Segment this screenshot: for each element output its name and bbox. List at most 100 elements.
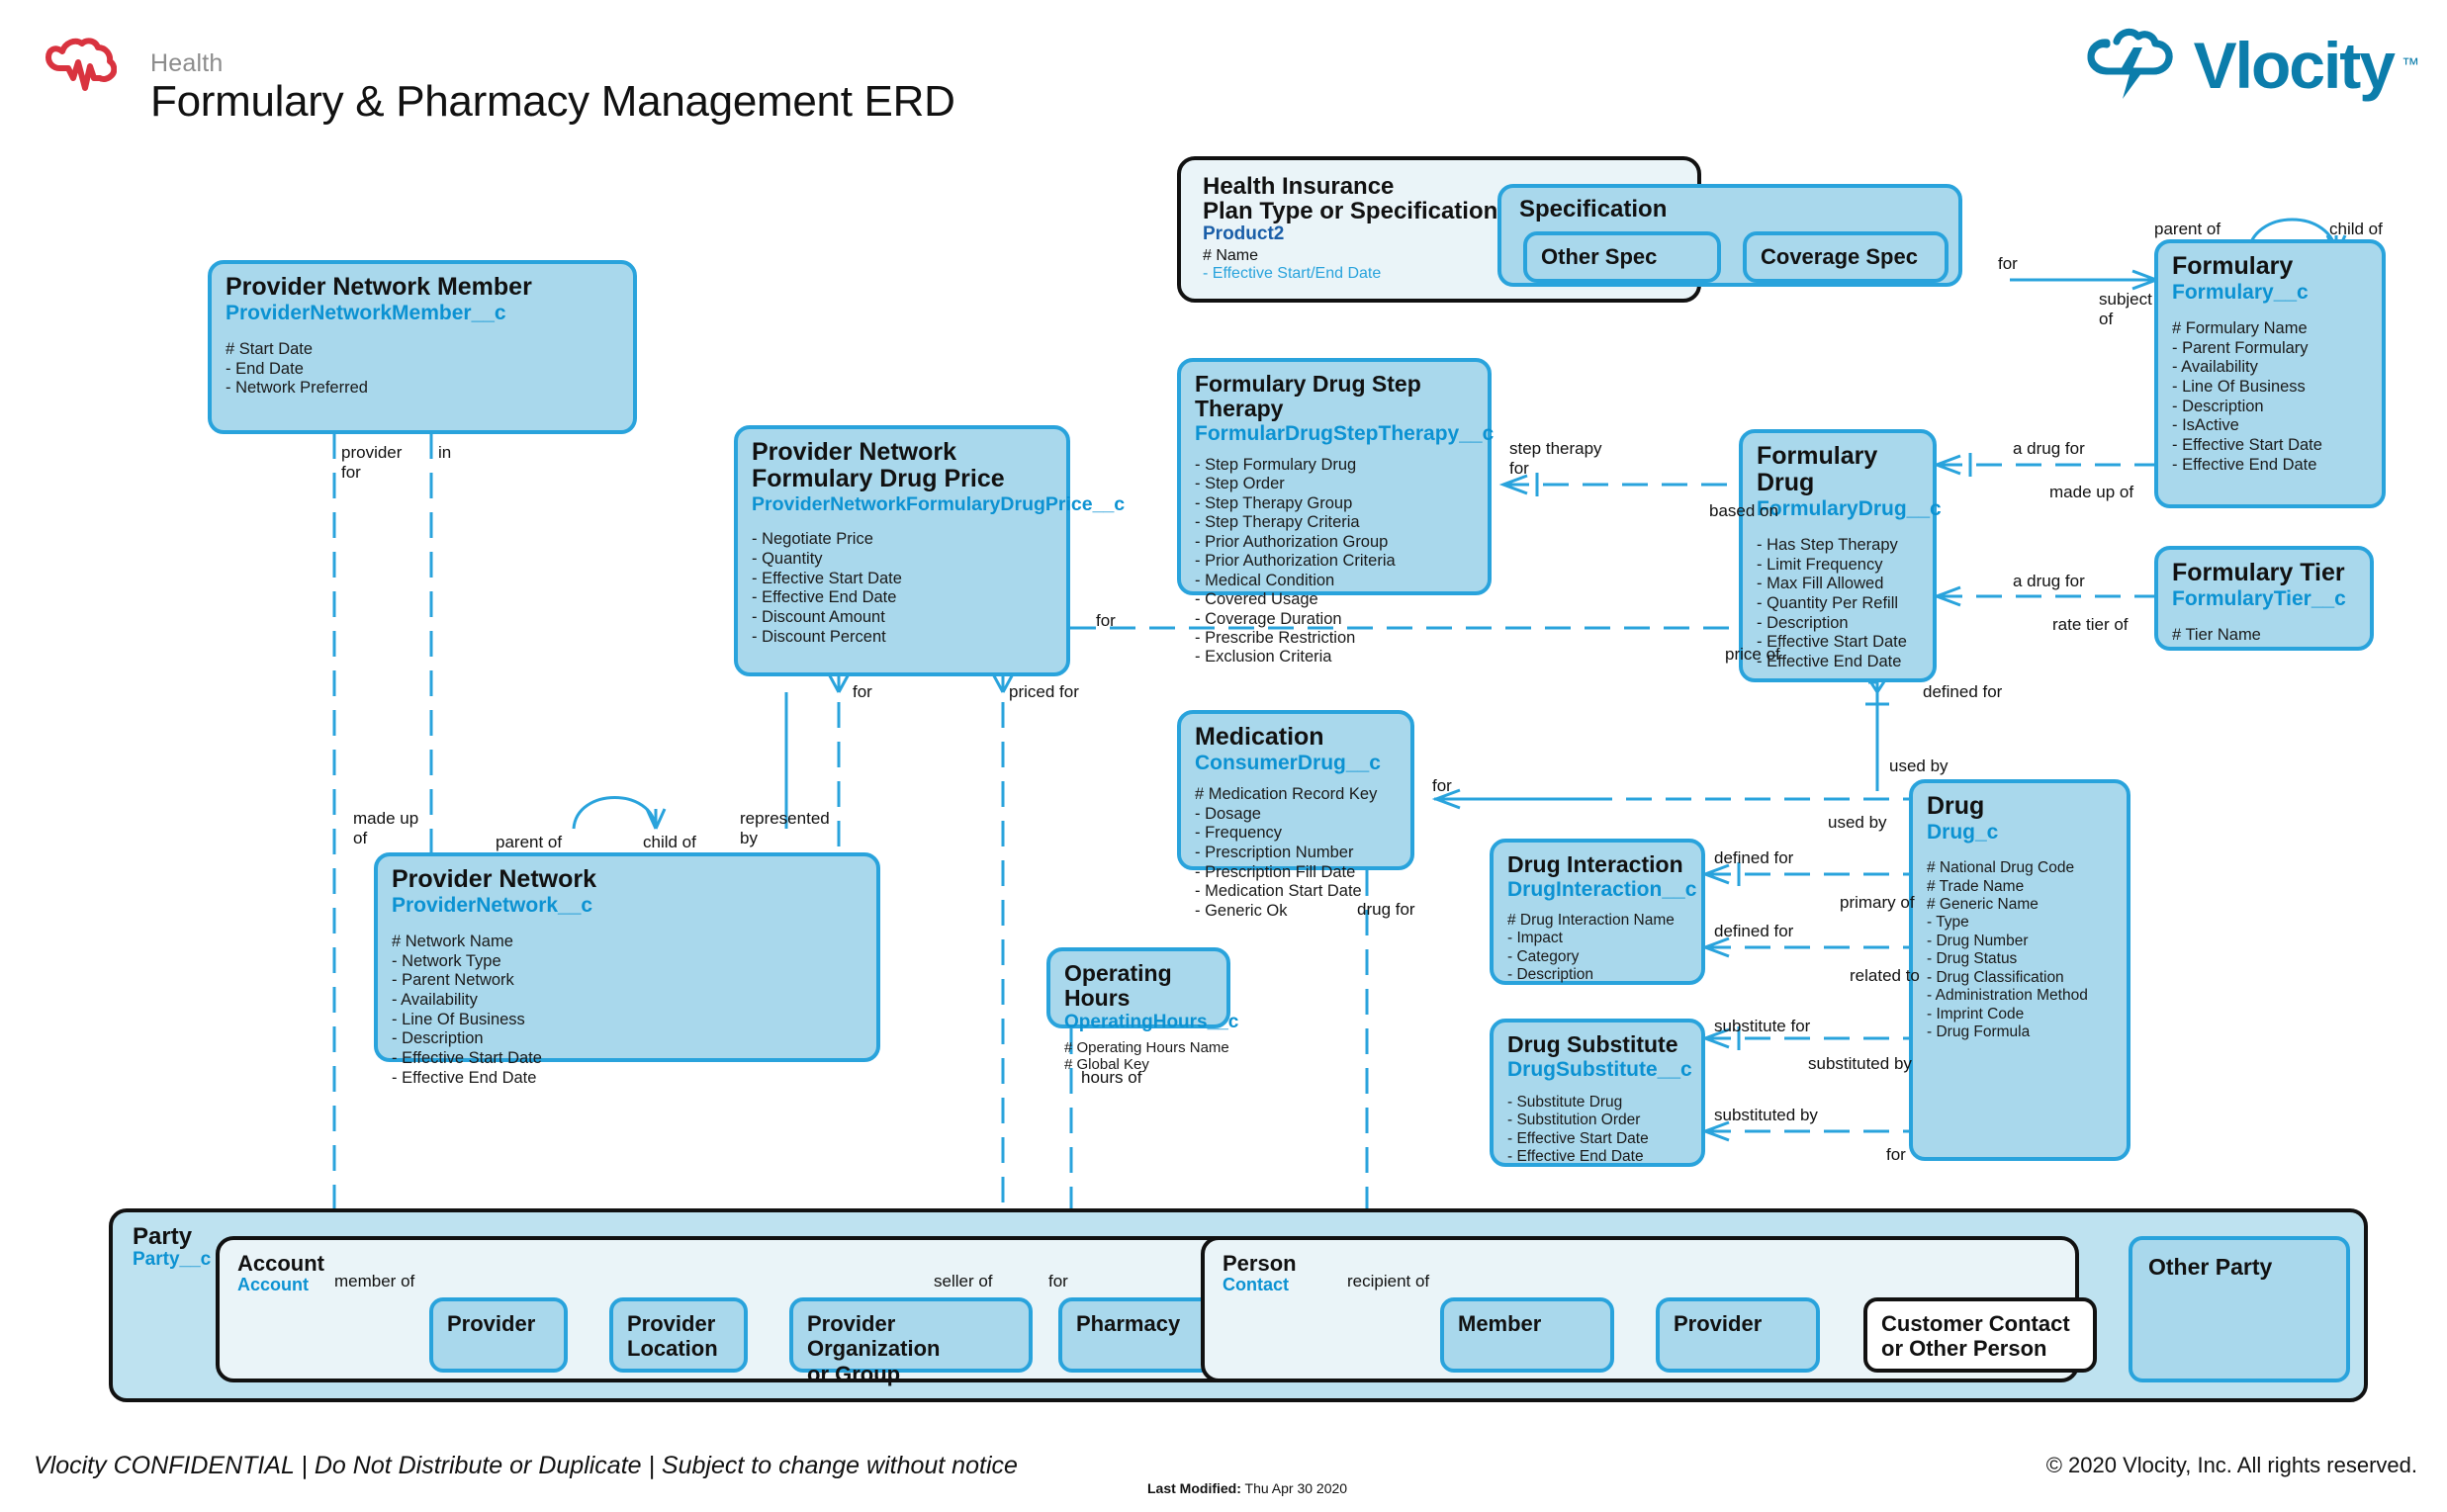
entity-formulary-drug-step-therapy[interactable]: Formulary Drug Step Therapy FormularDrug… — [1177, 358, 1495, 666]
entity-formulary[interactable]: Formulary Formulary__c # Formulary Name … — [2154, 239, 2386, 508]
attr: - Prescribe Restriction — [1195, 629, 1356, 648]
attr: - Max Fill Allowed — [1757, 575, 1884, 593]
attr: - Effective End Date — [1757, 652, 1902, 670]
rel-for-drug-sub: for — [1886, 1145, 1906, 1164]
rel-seller-of: seller of — [934, 1272, 993, 1290]
account-item-provider[interactable]: Provider — [429, 1297, 568, 1373]
pnfdp-title-line1: Provider Network — [752, 438, 957, 466]
attr: # Operating Hours Name — [1064, 1038, 1229, 1056]
attr: - Line Of Business — [392, 1010, 525, 1028]
other-party-box[interactable]: Other Party — [2129, 1236, 2350, 1382]
entity-provider-network-formulary-drug-price[interactable]: Provider Network Formulary Drug Price Pr… — [734, 425, 1125, 676]
health-insurance-title-line1: Health Insurance — [1203, 173, 1395, 200]
trademark-symbol: ™ — [2402, 54, 2419, 74]
entity-drug-substitute[interactable]: Drug Substitute DrugSubstitute__c - Subs… — [1490, 1019, 1705, 1167]
last-modified-label: Last Modified: — [1147, 1480, 1241, 1496]
formulary-api-name: Formulary__c — [2172, 281, 2309, 304]
specification-label: Specification — [1519, 196, 1668, 222]
attr: - Exclusion Criteria — [1195, 648, 1332, 667]
attr: - Negotiate Price — [752, 530, 873, 549]
attr: - Frequency — [1195, 824, 1283, 843]
attr: - Description — [392, 1029, 484, 1048]
attr: - Network Preferred — [226, 379, 368, 398]
other-spec-box[interactable]: Other Spec — [1523, 231, 1721, 283]
health-insurance-title-line2: Plan Type or Specification — [1203, 198, 1498, 225]
health-insurance-attr-effective-date: - Effective Start/End Date — [1203, 265, 1382, 283]
person-item-customer-contact[interactable]: Customer Contact or Other Person — [1863, 1297, 2097, 1373]
fd-api-name: FormularyDrug__c — [1757, 497, 1942, 520]
entity-drug[interactable]: Drug Drug_c # National Drug Code # Trade… — [1909, 779, 2130, 1161]
attr: - Category — [1507, 947, 1580, 965]
pnm-title: Provider Network Member — [226, 273, 532, 301]
pnm-attributes: # Start Date - End Date - Network Prefer… — [226, 340, 619, 399]
entity-formulary-tier[interactable]: Formulary Tier FormularyTier__c # Tier N… — [2154, 546, 2374, 651]
attr: - Availability — [2172, 358, 2258, 377]
rel-for-price-left: for — [853, 682, 872, 701]
attr: - Description — [1757, 613, 1849, 632]
person-item-provider[interactable]: Provider — [1656, 1297, 1820, 1373]
person-item-member[interactable]: Member — [1440, 1297, 1614, 1373]
attr: - IsActive — [2172, 416, 2239, 435]
footer-last-modified: Last Modified: Thu Apr 30 2020 — [1147, 1480, 1347, 1496]
attr: # Network Name — [392, 933, 513, 951]
account-item-provider-location[interactable]: Provider Location — [609, 1297, 748, 1373]
coverage-spec-box[interactable]: Coverage Spec — [1743, 231, 1949, 283]
rel-parent-of-formulary: parent of — [2154, 220, 2221, 238]
account-title: Account — [237, 1251, 324, 1276]
rel-substituted-by-2: substituted by — [1714, 1106, 1818, 1124]
attr: - Step Order — [1195, 475, 1285, 493]
coverage-spec-label: Coverage Spec — [1761, 244, 1918, 270]
entity-provider-network[interactable]: Provider Network ProviderNetwork__c # Ne… — [374, 852, 880, 1087]
account-item-provider-organization[interactable]: Provider Organization or Group — [789, 1297, 1033, 1386]
rel-step-therapy-for: step therapy for — [1509, 439, 1602, 479]
attr: - Discount Percent — [752, 627, 886, 646]
formulary-title: Formulary — [2172, 252, 2294, 280]
fd-title: Formulary Drug — [1757, 442, 1878, 496]
person-item-label: Provider — [1674, 1311, 1763, 1336]
entity-provider-network-member[interactable]: Provider Network Member ProviderNetworkM… — [208, 260, 637, 434]
attr: - Administration Method — [1927, 987, 2088, 1005]
health-insurance-attr-name: # Name — [1203, 247, 1259, 265]
ft-attributes: # Tier Name — [2172, 626, 2356, 646]
account-group: Account Account Provider Provider Locati… — [216, 1236, 1280, 1386]
drug-attributes: # National Drug Code # Trade Name # Gene… — [1927, 859, 2113, 1041]
attr: # Start Date — [226, 340, 314, 359]
footer-confidential-notice: Vlocity CONFIDENTIAL | Do Not Distribute… — [34, 1452, 1018, 1479]
entity-formulary-drug[interactable]: Formulary Drug FormularyDrug__c - Has St… — [1739, 429, 1942, 682]
rel-used-by-lower: used by — [1828, 813, 1887, 832]
rel-defined-for-drug: defined for — [1923, 682, 2003, 701]
account-item-label: Provider Location — [627, 1311, 718, 1362]
attr: - Prescription Number — [1195, 844, 1354, 862]
entity-drug-interaction[interactable]: Drug Interaction DrugInteraction__c # Dr… — [1490, 839, 1705, 985]
person-title: Person — [1223, 1251, 1297, 1276]
attr: - Medication Start Date — [1195, 882, 1362, 901]
medication-attributes: # Medication Record Key - Dosage - Frequ… — [1195, 785, 1397, 921]
rel-defined-for-di-2: defined for — [1714, 922, 1794, 940]
rel-substituted-by-1: substituted by — [1808, 1054, 1912, 1073]
rel-made-up-of-left: made up of — [353, 809, 419, 848]
account-item-label: Provider Organization or Group — [807, 1311, 941, 1386]
attr: - Effective End Date — [392, 1068, 537, 1087]
attr: - Has Step Therapy — [1757, 536, 1898, 555]
attr: - Generic Ok — [1195, 901, 1288, 920]
attr: # Medication Record Key — [1195, 785, 1378, 804]
pnfdp-attributes: - Negotiate Price - Quantity - Effective… — [752, 530, 1052, 647]
attr: - Parent Network — [392, 971, 514, 990]
attr: - Drug Formula — [1927, 1023, 2031, 1041]
specification-group: Specification Other Spec Coverage Spec — [1497, 184, 1962, 287]
attr: - Quantity Per Refill — [1757, 594, 1899, 613]
attr: - Drug Number — [1927, 932, 2029, 949]
rel-price-of: price of — [1725, 645, 1780, 664]
attr: # Generic Name — [1927, 896, 2039, 914]
attr: - Drug Classification — [1927, 968, 2064, 986]
oh-title: Operating Hours — [1064, 960, 1172, 1011]
rel-based-on: based on — [1709, 501, 1778, 520]
fd-attributes: - Has Step Therapy - Limit Frequency - M… — [1757, 536, 1919, 671]
fdst-title: Formulary Drug Step Therapy — [1195, 371, 1421, 421]
attr: - Network Type — [392, 951, 501, 970]
entity-operating-hours[interactable]: Operating Hours OperatingHours__c # Oper… — [1046, 947, 1238, 1073]
entity-medication[interactable]: Medication ConsumerDrug__c # Medication … — [1177, 710, 1414, 920]
person-item-label: Customer Contact or Other Person — [1881, 1311, 2070, 1362]
fdst-api-name: FormularDrugStepTherapy__c — [1195, 421, 1495, 445]
